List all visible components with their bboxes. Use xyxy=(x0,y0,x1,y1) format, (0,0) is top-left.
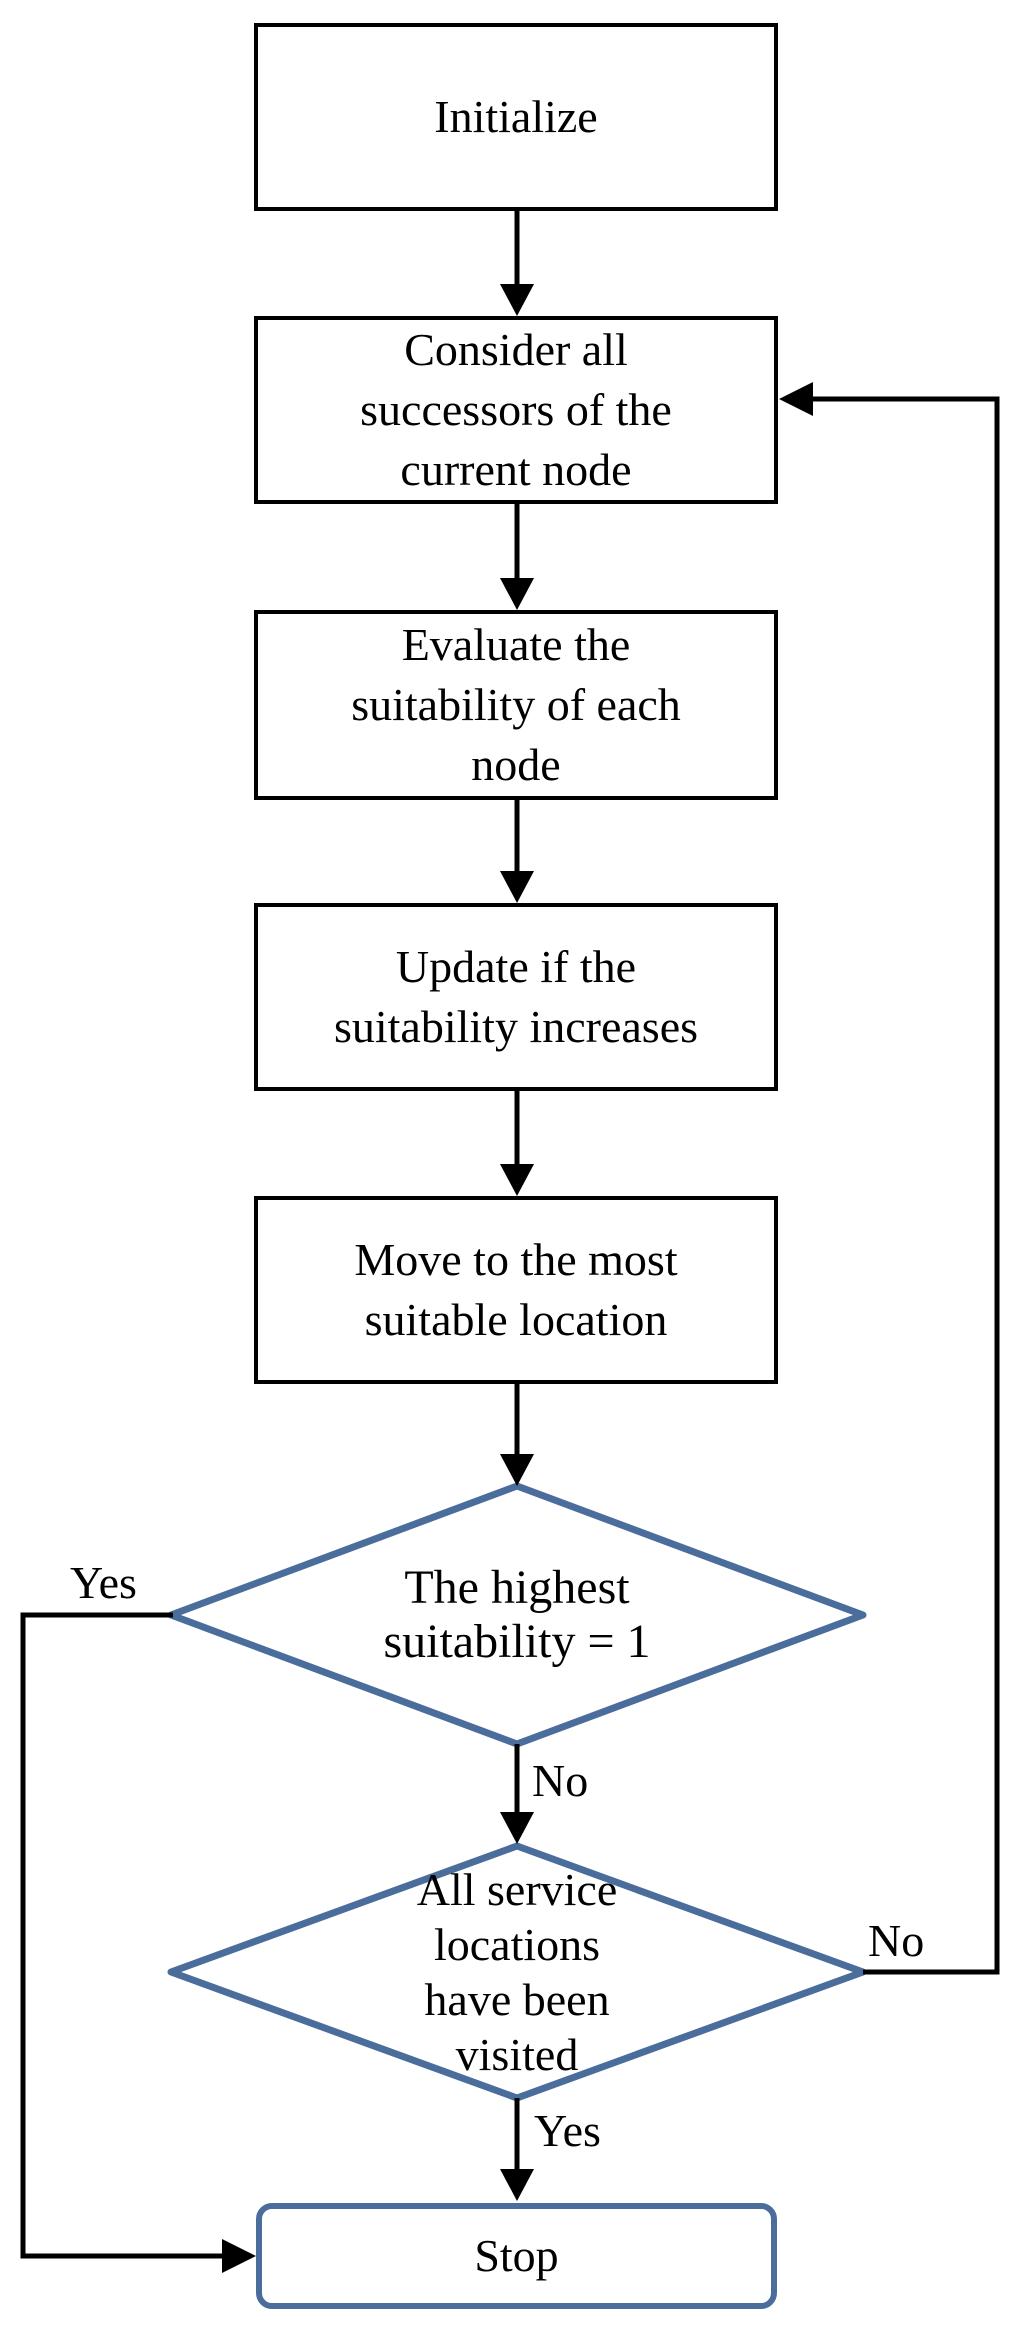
arrow-move-to-decision-highest xyxy=(500,1383,534,1486)
node-evaluate-suitability: Evaluate the suitability of each node xyxy=(254,610,778,800)
arrow-initialize-to-consider xyxy=(500,210,534,316)
arrow-yes-decision-visited-to-stop xyxy=(500,2098,534,2201)
arrow-consider-to-evaluate xyxy=(500,503,534,610)
node-stop: Stop xyxy=(256,2203,777,2309)
node-update-suitability: Update if the suitability increases xyxy=(254,903,778,1091)
edge-label-yes-highest-suitability: Yes xyxy=(70,1557,137,1608)
edge-label-yes-all-visited: Yes xyxy=(534,2105,601,2156)
node-decision-highest-suitability: The highest suitability = 1 xyxy=(383,1561,651,1668)
arrow-no-decision-visited-to-consider xyxy=(779,382,1000,1975)
edge-label-no-all-visited: No xyxy=(868,1915,925,1966)
arrow-yes-decision-highest-to-stop xyxy=(20,1612,256,2273)
edge-label-no-highest-suitability: No xyxy=(532,1755,589,1806)
node-move-location: Move to the most suitable location xyxy=(254,1196,778,1384)
arrow-no-decision-highest-to-decision-visited xyxy=(500,1744,534,1844)
node-initialize: Initialize xyxy=(254,23,778,211)
arrow-update-to-move xyxy=(500,1090,534,1196)
node-decision-all-visited: All service locations have been visited xyxy=(416,1863,618,2081)
arrow-evaluate-to-update xyxy=(500,800,534,903)
node-consider-successors: Consider all successors of the current n… xyxy=(254,316,778,504)
